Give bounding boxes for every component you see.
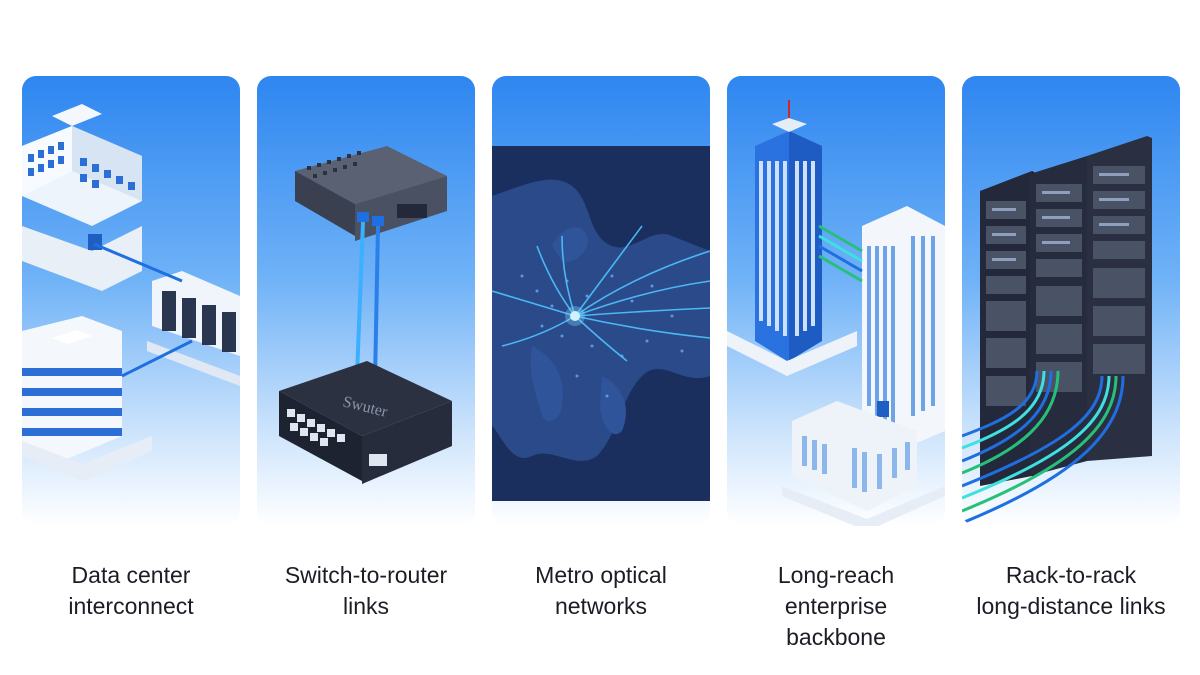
caption-line: Data center xyxy=(71,562,191,588)
panel-switch-router: Swuter xyxy=(257,76,475,526)
europe-map-icon xyxy=(492,146,710,501)
switch-router-icon: Swuter xyxy=(279,146,452,484)
caption-metro-optical: Metro optical networks xyxy=(481,560,721,622)
caption-line: enterprise xyxy=(784,593,888,619)
caption-line: backbone xyxy=(786,624,886,650)
panel-rack-to-rack xyxy=(962,76,1180,526)
caption-line: Rack-to-rack xyxy=(1005,562,1137,588)
caption-line: interconnect xyxy=(68,593,194,619)
panel-enterprise-backbone xyxy=(727,76,945,526)
caption-line: Long-reach xyxy=(777,562,895,588)
data-center-buildings-icon xyxy=(22,104,240,481)
caption-line: Switch-to-router xyxy=(284,562,448,588)
caption-data-center: Data center interconnect xyxy=(11,560,251,622)
caption-line: long-distance links xyxy=(976,593,1166,619)
caption-line: Metro optical xyxy=(535,562,667,588)
caption-switch-router: Switch-to-router links xyxy=(246,560,486,622)
caption-enterprise-backbone: Long-reach enterprise backbone xyxy=(716,560,956,653)
server-racks-icon xyxy=(962,136,1152,525)
caption-line: links xyxy=(342,593,389,619)
panel-data-center xyxy=(22,76,240,526)
caption-line: networks xyxy=(554,593,648,619)
skyscraper-buildings-icon xyxy=(727,100,945,526)
caption-rack-to-rack: Rack-to-rack long-distance links xyxy=(951,560,1191,622)
panel-metro-optical xyxy=(492,76,710,526)
